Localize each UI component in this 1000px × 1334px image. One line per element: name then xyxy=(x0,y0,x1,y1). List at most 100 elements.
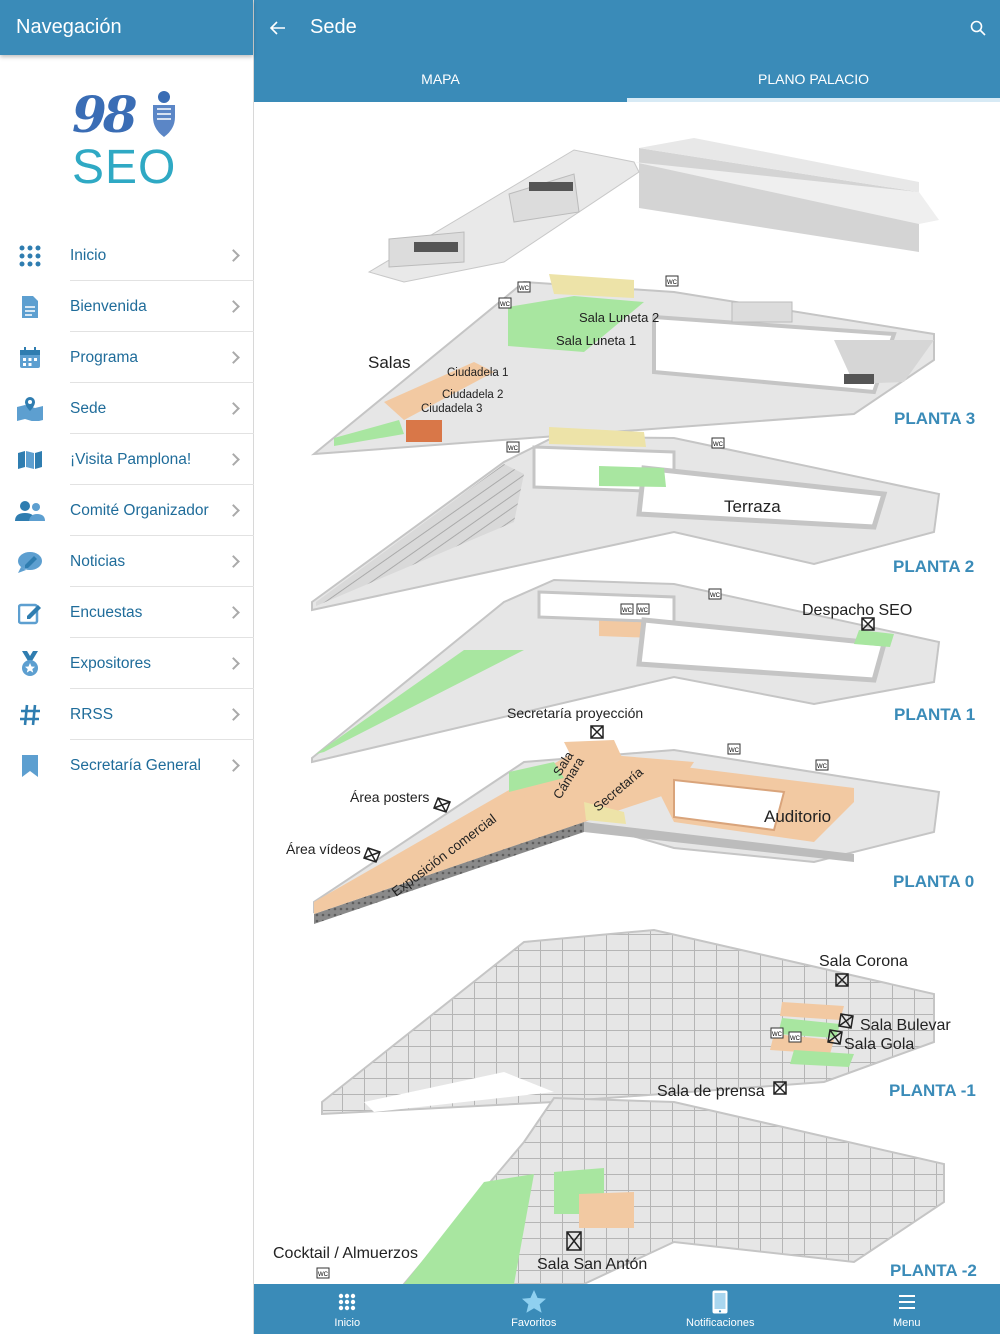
sidebar-item-bienvenida[interactable]: Bienvenida xyxy=(0,281,254,332)
sidebar-item-label: Encuestas xyxy=(70,603,143,621)
chevron-right-icon xyxy=(227,453,240,466)
sidebar-item-label: Comité Organizador xyxy=(70,501,209,519)
grid-icon xyxy=(338,1290,356,1314)
floor-label: PLANTA 3 xyxy=(894,409,975,428)
drawer-menu: Inicio Bienvenida Programa Sede xyxy=(0,230,254,791)
chat-icon xyxy=(15,547,45,577)
svg-text:Sala Bulevar: Sala Bulevar xyxy=(860,1017,951,1034)
hashtag-icon xyxy=(15,700,45,730)
floor-label: PLANTA 2 xyxy=(893,557,974,576)
tab-bar: MAPA PLANO PALACIO xyxy=(254,56,1000,102)
svg-text:WC: WC xyxy=(710,593,721,599)
edit-icon xyxy=(15,598,45,628)
floor-label: PLANTA -1 xyxy=(889,1081,976,1100)
sidebar-item-rrss[interactable]: RRSS xyxy=(0,689,254,740)
logo-number: 98 xyxy=(72,85,138,144)
svg-text:WC: WC xyxy=(729,748,740,754)
tablet-icon xyxy=(712,1290,728,1314)
floor-label: PLANTA -2 xyxy=(890,1261,977,1280)
svg-text:Terraza: Terraza xyxy=(724,497,781,516)
svg-text:WC: WC xyxy=(318,1272,329,1278)
sidebar-item-label: Noticias xyxy=(70,552,126,570)
bottom-navigation: Inicio Favoritos Notificaciones Menu xyxy=(254,1284,1000,1334)
svg-text:Sala Gola: Sala Gola xyxy=(844,1036,914,1053)
users-icon xyxy=(15,496,45,526)
coat-of-arms-icon xyxy=(153,91,175,137)
sidebar-item-programa[interactable]: Programa xyxy=(0,332,254,383)
calendar-icon xyxy=(15,343,45,373)
sidebar-item-expositores[interactable]: Expositores xyxy=(0,638,254,689)
bookmark-icon xyxy=(15,751,45,781)
hamburger-icon xyxy=(898,1290,916,1314)
star-icon xyxy=(521,1289,547,1314)
sidebar-item-comite[interactable]: Comité Organizador xyxy=(0,485,254,536)
floor-plan-view[interactable]: WC WC WC WC WC WC WC WC WC WC WC WC WC P… xyxy=(254,102,1000,1284)
grid-icon xyxy=(15,241,45,271)
svg-text:WC: WC xyxy=(508,446,519,452)
drawer-title: Navegación xyxy=(0,0,253,55)
bottom-nav-label: Menu xyxy=(892,1316,921,1329)
svg-text:Ciudadela 3: Ciudadela 3 xyxy=(421,403,482,415)
tab-mapa[interactable]: MAPA xyxy=(421,71,460,87)
chevron-right-icon xyxy=(227,504,240,517)
chevron-right-icon xyxy=(227,606,240,619)
chevron-right-icon xyxy=(227,351,240,364)
app-bar: Sede xyxy=(254,0,1000,56)
bottom-nav-favoritos[interactable]: Favoritos xyxy=(441,1284,628,1334)
chevron-right-icon xyxy=(227,657,240,670)
sidebar-item-encuestas[interactable]: Encuestas xyxy=(0,587,254,638)
bottom-nav-menu[interactable]: Menu xyxy=(814,1284,1000,1334)
svg-text:WC: WC xyxy=(713,442,724,448)
svg-text:Despacho SEO: Despacho SEO xyxy=(802,602,912,619)
svg-text:Secretaría proyección: Secretaría proyección xyxy=(507,705,643,721)
sidebar-item-label: Expositores xyxy=(70,654,151,672)
navigation-drawer: Navegación 98 SEO Inicio Bienvenida xyxy=(0,0,254,1334)
sidebar-item-visita-pamplona[interactable]: ¡Visita Pamplona! xyxy=(0,434,254,485)
chevron-right-icon xyxy=(227,759,240,772)
planta-0 xyxy=(313,740,941,924)
svg-text:WC: WC xyxy=(500,302,511,308)
bottom-nav-notificaciones[interactable]: Notificaciones xyxy=(627,1284,814,1334)
svg-text:WC: WC xyxy=(622,608,633,614)
main-panel: Sede MAPA PLANO PALACIO xyxy=(254,0,1000,1334)
sidebar-item-label: Bienvenida xyxy=(70,297,147,315)
map-pin-icon xyxy=(15,394,45,424)
document-icon xyxy=(15,292,45,322)
sidebar-item-label: Secretaría General xyxy=(70,756,201,774)
logo-text: SEO xyxy=(72,141,177,194)
planta-minus-2 xyxy=(402,1096,945,1284)
sidebar-item-inicio[interactable]: Inicio xyxy=(0,230,254,281)
sidebar-item-label: Programa xyxy=(70,348,139,366)
sidebar-item-label: ¡Visita Pamplona! xyxy=(70,450,192,468)
svg-text:Sala de prensa: Sala de prensa xyxy=(657,1083,765,1100)
floor-label: PLANTA 0 xyxy=(893,872,974,891)
search-button[interactable] xyxy=(964,14,992,42)
sidebar-item-noticias[interactable]: Noticias xyxy=(0,536,254,587)
chevron-right-icon xyxy=(227,708,240,721)
svg-text:Área vídeos: Área vídeos xyxy=(286,841,361,857)
bottom-nav-label: Inicio xyxy=(334,1316,361,1329)
svg-text:WC: WC xyxy=(638,608,649,614)
floor-label: PLANTA 1 xyxy=(894,705,975,724)
back-button[interactable] xyxy=(264,14,292,42)
chevron-right-icon xyxy=(227,555,240,568)
svg-text:Auditorio: Auditorio xyxy=(764,807,831,826)
svg-text:Sala San Antón: Sala San Antón xyxy=(537,1256,647,1273)
tab-plano-palacio[interactable]: PLANO PALACIO xyxy=(627,56,1000,102)
room-markers xyxy=(363,617,875,1251)
svg-text:Ciudadela 1: Ciudadela 1 xyxy=(447,367,508,379)
bottom-nav-label: Favoritos xyxy=(511,1316,557,1329)
svg-text:Cocktail / Almuerzos: Cocktail / Almuerzos xyxy=(273,1245,418,1262)
svg-text:Sala Corona: Sala Corona xyxy=(819,953,908,970)
palace-floor-plan: WC WC WC WC WC WC WC WC WC WC WC WC WC P… xyxy=(273,138,977,1284)
svg-text:WC: WC xyxy=(790,1036,801,1042)
sidebar-item-secretaria[interactable]: Secretaría General xyxy=(0,740,254,791)
sidebar-item-label: Inicio xyxy=(70,246,107,264)
sidebar-item-sede[interactable]: Sede xyxy=(0,383,254,434)
map-icon xyxy=(15,445,45,475)
bottom-nav-inicio[interactable]: Inicio xyxy=(254,1284,441,1334)
search-icon xyxy=(970,20,986,36)
svg-text:WC: WC xyxy=(667,280,678,286)
planta-2 xyxy=(311,427,941,612)
arrow-left-icon xyxy=(270,21,285,35)
